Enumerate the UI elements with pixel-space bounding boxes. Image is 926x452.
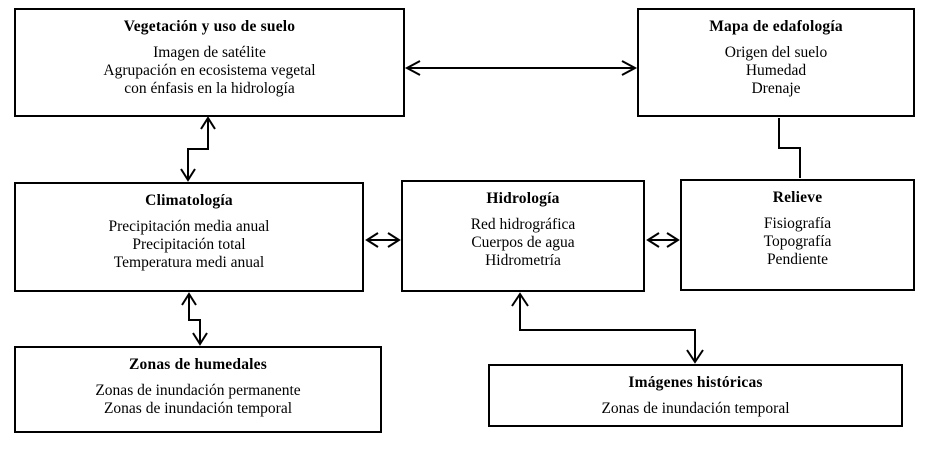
- connector-hidrologia-relieve: [646, 232, 680, 248]
- box-title: Mapa de edafología: [709, 18, 843, 35]
- box-mapa-edafologia: Mapa de edafología Origen del suelo Hume…: [637, 8, 915, 117]
- box-title: Imágenes históricas: [628, 374, 763, 391]
- box-line: Origen del suelo: [724, 44, 828, 61]
- box-zonas-humedales: Zonas de humedales Zonas de inundación p…: [14, 346, 382, 433]
- connector-climatologia-humedales: [181, 292, 208, 346]
- box-line: Drenaje: [751, 80, 801, 97]
- box-imagenes-historicas: Imágenes históricas Zonas de inundación …: [488, 364, 903, 427]
- connector-vegetacion-edafologia: [404, 60, 638, 76]
- box-relieve: Relieve Fisiografía Topografía Pendiente: [680, 179, 915, 291]
- box-line: Zonas de inundación temporal: [103, 400, 293, 417]
- box-line: Precipitación media anual: [108, 218, 270, 235]
- connector-climatologia-hidrologia: [365, 232, 401, 248]
- connector-hidrologia-imagenes: [511, 292, 704, 364]
- box-line: Pendiente: [766, 251, 829, 268]
- box-hidrologia: Hidrología Red hidrográfica Cuerpos de a…: [401, 180, 645, 292]
- box-vegetacion-uso-suelo: Vegetación y uso de suelo Imagen de saté…: [14, 8, 405, 117]
- box-line: Fisiografía: [763, 215, 832, 232]
- connector-vegetacion-climatologia: [180, 116, 216, 182]
- box-title: Climatología: [145, 192, 233, 209]
- box-line: Topografía: [763, 233, 832, 250]
- box-title: Zonas de humedales: [129, 356, 267, 373]
- box-title: Hidrología: [486, 190, 560, 207]
- box-line: Zonas de inundación temporal: [601, 400, 790, 417]
- box-line: Zonas de inundación permanente: [95, 382, 301, 399]
- box-line: Temperatura medi anual: [113, 254, 265, 271]
- box-line: Red hidrográfica: [470, 216, 576, 233]
- box-line: Humedad: [745, 62, 807, 79]
- box-line: Hidrometría: [485, 252, 561, 269]
- box-line: Agrupación en ecosistema vegetal: [103, 62, 316, 79]
- box-line: Imagen de satélite: [153, 44, 266, 61]
- connector-edafologia-relieve: [778, 118, 801, 178]
- box-climatologia: Climatología Precipitación media anual P…: [14, 182, 364, 292]
- box-title: Vegetación y uso de suelo: [123, 18, 296, 35]
- box-title: Relieve: [772, 189, 823, 206]
- box-line: Cuerpos de agua: [471, 234, 575, 251]
- box-line: Precipitación total: [132, 236, 246, 253]
- box-line: con énfasis en la hidrología: [124, 80, 295, 97]
